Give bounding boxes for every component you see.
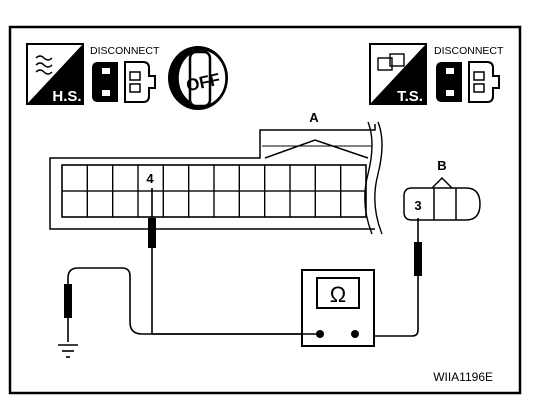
connector-b-label: B	[437, 158, 446, 173]
hs-badge-label: H.S.	[52, 88, 81, 105]
connector-a: A	[49, 110, 383, 235]
ts-tester-icon: T.S.	[369, 43, 427, 105]
figure-id: WIIA1196E	[433, 370, 493, 384]
connector-b-pin-label: 3	[414, 198, 421, 213]
probe-connector-b	[356, 218, 422, 337]
connector-a-cells	[61, 164, 367, 218]
connector-a-label: A	[309, 110, 319, 125]
ohmmeter-symbol: Ω	[330, 282, 346, 307]
connector-a-cavity	[340, 190, 367, 218]
hs-tester-icon: H.S.	[26, 43, 84, 105]
connector-b: B 3	[403, 158, 481, 221]
ignition-off-key-icon: OFF	[168, 46, 228, 110]
ts-badge-label: T.S.	[397, 88, 423, 105]
disconnect-label-left: DISCONNECT	[90, 45, 160, 57]
ground-icon	[58, 344, 78, 358]
disconnect-connector-icon-right: DISCONNECT	[434, 45, 504, 103]
connector-a-pin-label: 4	[146, 171, 154, 186]
disconnect-connector-icon-left: DISCONNECT	[90, 45, 160, 103]
disconnect-label-right: DISCONNECT	[434, 45, 504, 57]
ground-probe	[64, 267, 318, 342]
